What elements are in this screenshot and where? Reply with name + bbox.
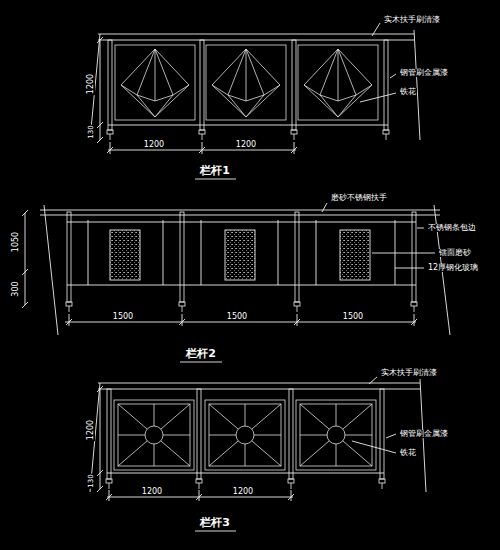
- callout-label: 钢管刷金属漆: [399, 430, 449, 438]
- dimension-text: 1200: [87, 419, 95, 441]
- callout-label: 实木扶手刷清漆: [380, 369, 438, 377]
- callout-label: 钢管刷金属漆: [399, 69, 449, 77]
- dimension-text: 1500: [342, 313, 364, 321]
- callout-label: 12厚钢化玻璃: [427, 264, 479, 272]
- dimension-text: 1200: [232, 488, 254, 496]
- dimension-text: 1050: [12, 231, 20, 253]
- dimension-text: 1200: [141, 488, 163, 496]
- dimension-text: 1500: [226, 313, 248, 321]
- dimension-text: 130: [88, 124, 95, 139]
- dimension-text: 1200: [235, 141, 257, 149]
- drawing-title: 栏杆2: [185, 348, 217, 359]
- dimension-text: 130: [88, 473, 95, 488]
- callout-label: 镭面磨砂: [438, 249, 472, 257]
- dimension-text: 1500: [112, 313, 134, 321]
- callout-label: 实木扶手刷清漆: [383, 16, 441, 24]
- drawing-title: 栏杆3: [199, 517, 231, 528]
- callout-label: 磨砂不锈钢扶手: [330, 194, 388, 202]
- callout-label: 铁花: [399, 449, 417, 457]
- callout-label: 不锈钢条包边: [427, 224, 477, 232]
- callout-label: 铁花: [399, 88, 417, 96]
- dimension-text: 1200: [87, 73, 95, 95]
- dimension-text: 1200: [143, 141, 165, 149]
- drawing-title: 栏杆1: [199, 165, 231, 176]
- dimension-text: 300: [12, 280, 20, 297]
